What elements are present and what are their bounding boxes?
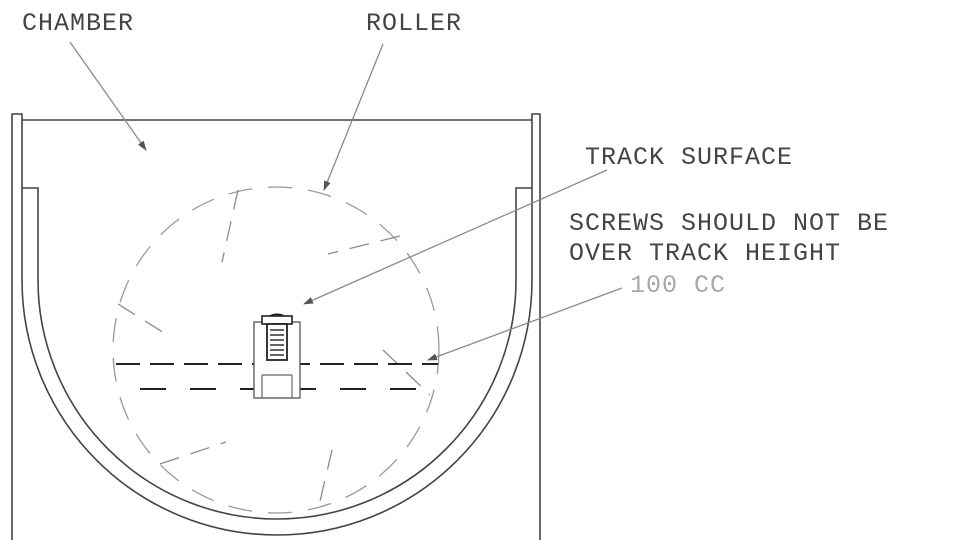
chamber-label: CHAMBER (22, 9, 134, 38)
screws-label-line1: SCREWS SHOULD NOT BE (569, 209, 889, 238)
roller-label: ROLLER (366, 9, 462, 38)
screws-label-line2: OVER TRACK HEIGHT (569, 239, 841, 268)
screw-threads (270, 329, 284, 356)
track-surface-label: TRACK SURFACE (585, 143, 793, 172)
screw-hub (253, 313, 301, 399)
roller (112, 186, 440, 514)
leader-lines (69, 41, 623, 361)
chamber-leader (69, 41, 147, 151)
roller-circle (112, 186, 440, 514)
roller-blades (117, 189, 431, 511)
track-lines (116, 363, 438, 390)
track-surface-leader (303, 169, 608, 305)
screws-leader (427, 287, 623, 361)
roller-leader (323, 43, 384, 191)
chamber-outline (11, 113, 541, 540)
volume-label: 100 CC (630, 271, 726, 300)
